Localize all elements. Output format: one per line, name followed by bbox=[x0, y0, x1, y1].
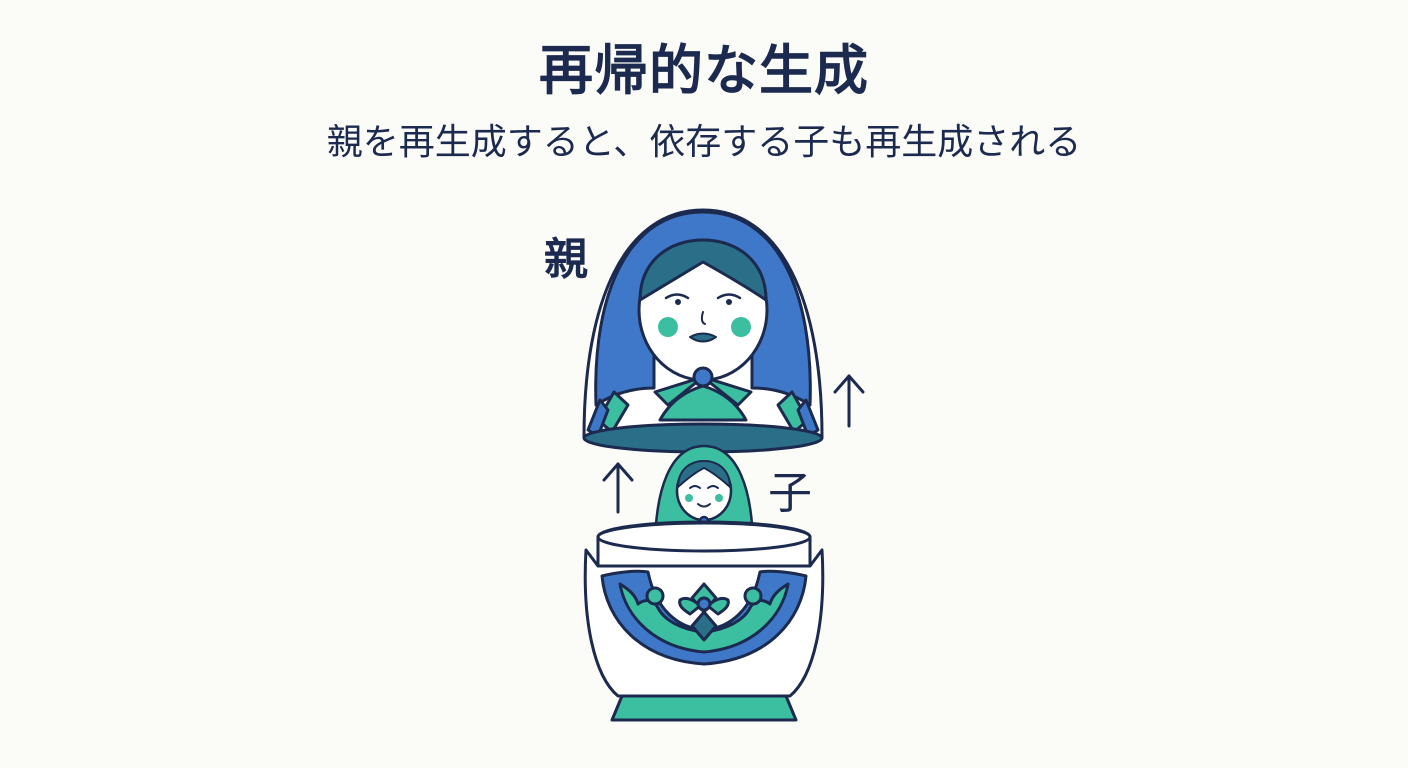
up-arrow-icon bbox=[602, 462, 634, 514]
page-subtitle: 親を再生成すると、依存する子も再生成される bbox=[326, 122, 1082, 163]
matryoshka-parent-icon bbox=[582, 208, 824, 454]
parent-label: 親 bbox=[544, 234, 588, 285]
matryoshka-base-icon bbox=[583, 520, 825, 722]
page-title: 再帰的な生成 bbox=[539, 39, 869, 102]
child-label: 子 bbox=[768, 468, 812, 519]
up-arrow-icon bbox=[833, 374, 865, 428]
